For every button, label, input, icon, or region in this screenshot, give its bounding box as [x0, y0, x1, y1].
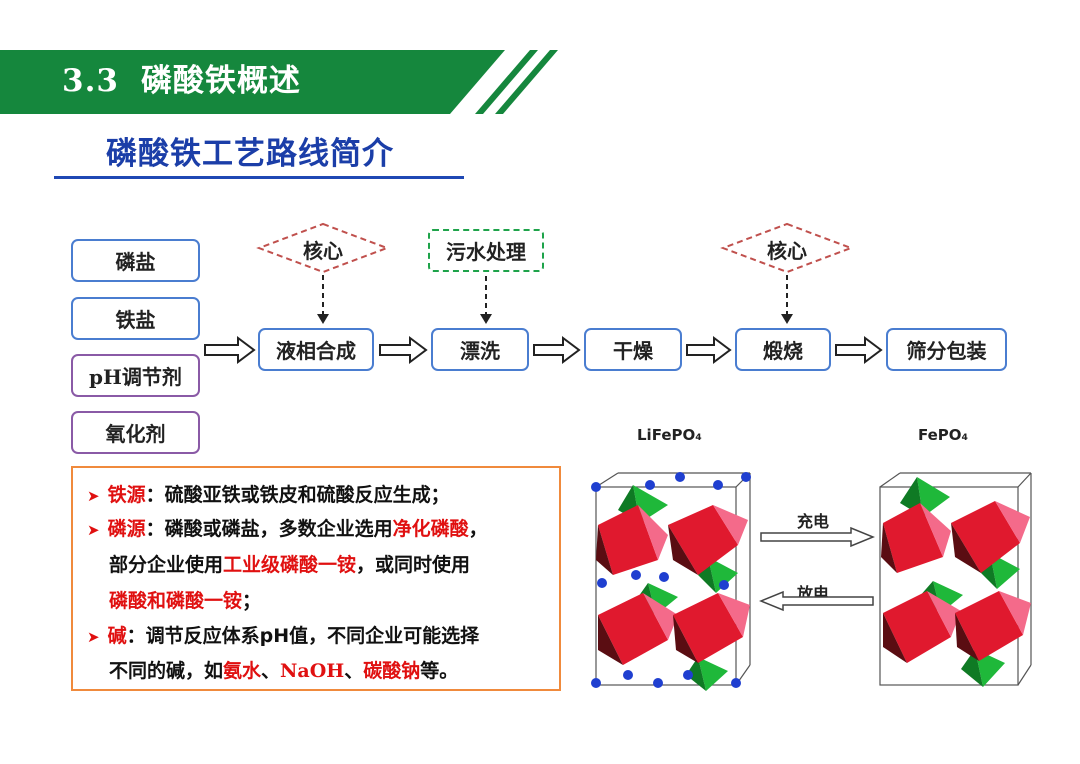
core-label-2: 核心 [767, 239, 807, 263]
step-drying: 干燥 [584, 328, 682, 371]
step-liquid-phase-synthesis: 液相合成 [258, 328, 374, 371]
input-ph-regulator: pH调节剂 [71, 354, 200, 397]
step-rinsing: 漂洗 [431, 328, 529, 371]
core-label-1: 核心 [303, 239, 343, 263]
charge-discharge-arrows [759, 526, 875, 612]
discharge-arrow [759, 590, 874, 612]
subtitle-underline [54, 176, 464, 179]
section-title-text: 磷酸铁概述 [140, 63, 301, 99]
charge-arrow [760, 526, 875, 548]
flow-arrow-5 [835, 336, 883, 364]
title-banner [0, 50, 558, 114]
flow-arrow-1 [204, 336, 256, 364]
lifepo4-caption: LiFePO₄ [637, 426, 702, 444]
note-alkali-2: 不同的碱，如氨水、NaOH、碳酸钠等。 [109, 660, 459, 682]
arrow-bullet-icon: ➤ [87, 521, 100, 539]
flow-arrow-3 [533, 336, 581, 364]
wastewater-treatment: 污水处理 [428, 229, 544, 272]
fepo4-structure [879, 472, 1032, 687]
notes-panel: ➤铁源：硫酸亚铁或铁皮和硫酸反应生成； ➤磷源：磷酸或磷盐，多数企业选用净化磷酸… [71, 466, 561, 691]
step-screening-packaging: 筛分包装 [886, 328, 1007, 371]
note-phosphorus-source-3: 磷酸和磷酸一铵； [109, 590, 262, 612]
page-subtitle: 磷酸铁工艺路线简介 [106, 136, 394, 172]
note-iron-source: ➤铁源：硫酸亚铁或铁皮和硫酸反应生成； [87, 484, 450, 506]
flow-arrow-2 [379, 336, 428, 364]
flow-arrow-4 [686, 336, 732, 364]
arrow-bullet-icon: ➤ [87, 487, 100, 505]
section-title: 3.3 磷酸铁概述 [62, 58, 301, 104]
note-alkali-1: ➤碱：调节反应体系pH值，不同企业可能选择 [87, 625, 480, 647]
charge-label: 充电 [797, 512, 830, 531]
core-diamond-2 [720, 222, 854, 274]
fepo4-caption: FePO₄ [918, 426, 969, 444]
arrow-bullet-icon: ➤ [87, 628, 100, 646]
input-oxidant: 氧化剂 [71, 411, 200, 454]
input-iron-salt: 铁盐 [71, 297, 200, 340]
note-phosphorus-source-1: ➤磷源：磷酸或磷盐，多数企业选用净化磷酸， [87, 518, 488, 540]
section-number: 3.3 [62, 63, 119, 99]
input-phosphate-salt: 磷盐 [71, 239, 200, 282]
step-calcination: 煅烧 [735, 328, 831, 371]
note-phosphorus-source-2: 部分企业使用工业级磷酸一铵，或同时使用 [109, 554, 471, 576]
lifepo4-structure [591, 472, 751, 691]
core-diamond-1 [256, 222, 390, 274]
